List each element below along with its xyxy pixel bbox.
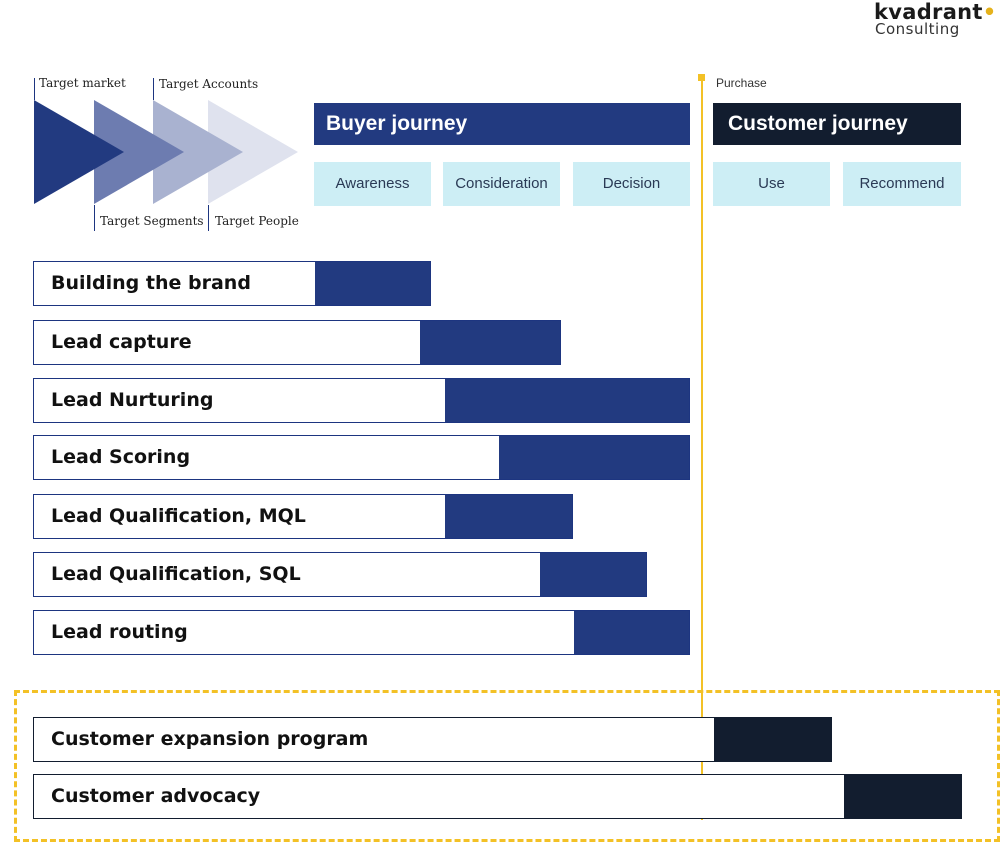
stage-consideration: Consideration — [443, 162, 560, 206]
label-target-people: Target People — [215, 214, 299, 228]
activity-span — [844, 775, 961, 818]
buyer-journey-header: Buyer journey — [314, 103, 690, 145]
activity-label: Lead Qualification, SQL — [51, 563, 301, 585]
stage-awareness: Awareness — [314, 162, 431, 206]
activity-label: Customer expansion program — [51, 728, 369, 750]
activity-label: Lead routing — [51, 621, 188, 643]
targeting-funnel — [34, 100, 298, 204]
activity-label: Lead Scoring — [51, 446, 191, 468]
activity-span — [714, 718, 831, 761]
label-target-segments: Target Segments — [100, 214, 204, 228]
funnel-tick — [208, 205, 209, 231]
activity-bar: Lead capture — [33, 320, 561, 365]
activity-span — [420, 321, 560, 364]
purchase-marker — [698, 74, 705, 81]
purchase-line — [701, 78, 703, 820]
label-target-accounts: Target Accounts — [159, 77, 259, 91]
activity-bar: Lead Qualification, MQL — [33, 494, 573, 539]
logo-subtitle: Consulting — [875, 20, 960, 38]
funnel-tick — [153, 78, 154, 100]
activity-span — [499, 436, 689, 479]
activity-bar: Lead Scoring — [33, 435, 690, 480]
activity-span — [445, 495, 572, 538]
stage-recommend: Recommend — [843, 162, 961, 206]
activity-span — [315, 262, 430, 305]
funnel-arrow-people — [208, 100, 298, 204]
activity-label: Lead Qualification, MQL — [51, 505, 306, 527]
label-target-market: Target market — [39, 76, 126, 90]
activity-label: Building the brand — [51, 272, 251, 294]
activity-bar: Lead Nurturing — [33, 378, 690, 423]
activity-label: Lead capture — [51, 331, 192, 353]
activity-label: Lead Nurturing — [51, 389, 214, 411]
activity-bar: Lead Qualification, SQL — [33, 552, 647, 597]
activity-bar: Lead routing — [33, 610, 690, 655]
logo: kvadrant• — [874, 0, 997, 24]
activity-span — [445, 379, 689, 422]
activity-span — [540, 553, 646, 596]
funnel-arrow-accounts — [153, 100, 243, 204]
customer-journey-header: Customer journey — [713, 103, 961, 145]
funnel-tick — [94, 205, 95, 231]
purchase-label: Purchase — [716, 76, 767, 90]
activity-label: Customer advocacy — [51, 785, 261, 807]
stage-use: Use — [713, 162, 830, 206]
funnel-tick — [34, 78, 35, 100]
funnel-arrow-segments — [94, 100, 184, 204]
customer-activity-bar: Customer advocacy — [33, 774, 962, 819]
activity-span — [574, 611, 689, 654]
funnel-arrow-market — [34, 100, 124, 204]
activity-bar: Building the brand — [33, 261, 431, 306]
customer-activity-bar: Customer expansion program — [33, 717, 832, 762]
customer-activities-group — [14, 690, 1000, 842]
stage-decision: Decision — [573, 162, 690, 206]
